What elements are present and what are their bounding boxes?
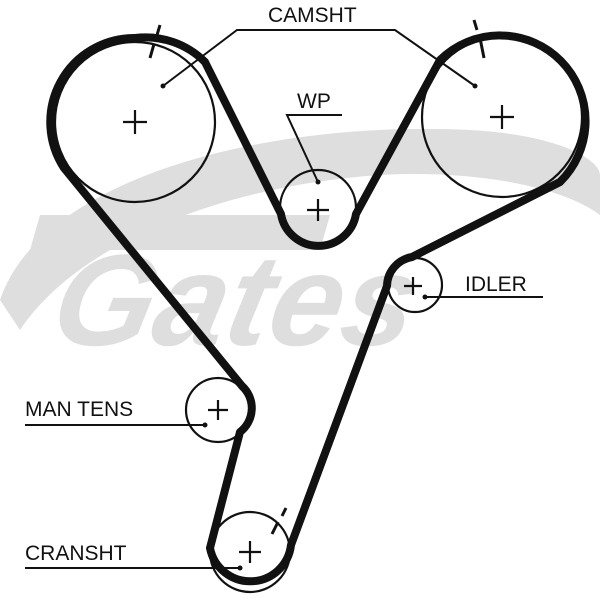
- idler-center-icon: [404, 277, 422, 295]
- wp-center-icon: [307, 199, 329, 221]
- center-mark-icons: [123, 105, 514, 563]
- timing-belt: [46, 31, 590, 586]
- crank-center-icon: [239, 541, 261, 563]
- gates-logo-watermark: Gates: [0, 128, 600, 373]
- water-pump-label: WP: [297, 90, 331, 113]
- leader-lines: [25, 29, 543, 569]
- camshaft-label: CAMSHT: [268, 4, 357, 27]
- right-cam-center-icon: [490, 105, 514, 129]
- left-cam-center-icon: [123, 110, 147, 134]
- timing-mark-icons: [148, 19, 486, 535]
- left-camshaft-pulley: [53, 40, 217, 204]
- manual-tensioner-label: MAN TENS: [25, 398, 133, 421]
- tensioner-center-icon: [208, 400, 228, 420]
- crankshaft-label: CRANSHT: [25, 542, 127, 565]
- idler-label: IDLER: [465, 273, 527, 296]
- gates-logo-text: Gates: [41, 227, 433, 372]
